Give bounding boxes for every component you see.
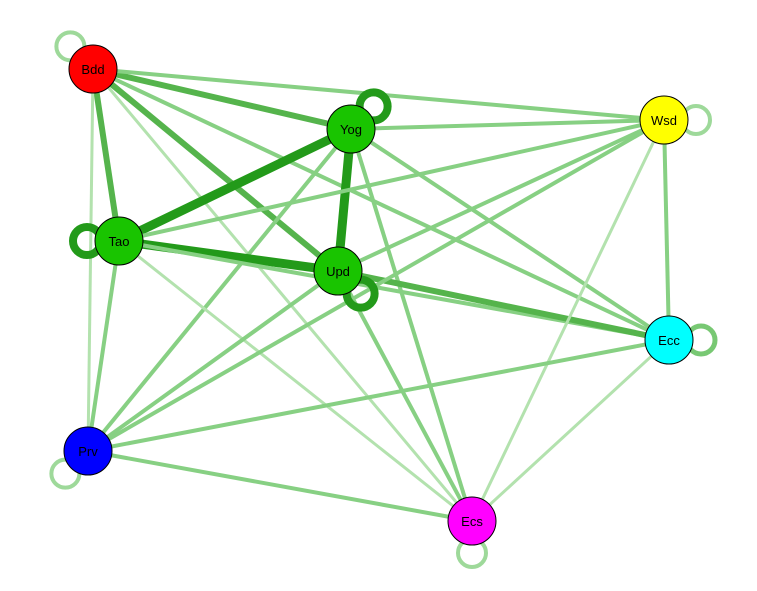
node-tao[interactable]: Tao: [94, 216, 144, 266]
node-upd[interactable]: Upd: [313, 246, 363, 296]
edge-bdd-yog: [92, 66, 352, 132]
node-label: Bdd: [81, 62, 104, 77]
edge-upd-ecs: [336, 270, 474, 522]
node-label: Upd: [326, 264, 350, 279]
edge-upd-ecc: [337, 268, 670, 343]
node-circle: [68, 44, 118, 94]
edge-yog-ecs: [349, 128, 474, 522]
edge-bdd-tao: [90, 68, 122, 242]
node-prv[interactable]: Prv: [63, 426, 113, 476]
node-bdd[interactable]: Bdd: [68, 44, 118, 94]
node-yog[interactable]: Yog: [326, 104, 376, 154]
node-label: Prv: [78, 444, 98, 459]
edge-bdd-prv: [86, 68, 95, 452]
node-label: Wsd: [651, 113, 677, 128]
edge-upd-wsd: [337, 118, 665, 273]
node-ecs[interactable]: Ecs: [447, 496, 497, 546]
edge-bdd-ecs: [91, 68, 474, 522]
node-circle: [644, 315, 694, 365]
edge-yog-prv: [86, 127, 353, 453]
edge-ecc-prv: [87, 338, 670, 453]
edge-yog-tao: [117, 124, 353, 246]
edge-tao-ecs: [118, 239, 473, 523]
edge-upd-prv: [86, 269, 340, 453]
edge-tao-prv: [86, 240, 121, 452]
node-circle: [639, 95, 689, 145]
node-label: Ecs: [461, 514, 483, 529]
node-label: Tao: [109, 234, 130, 249]
node-wsd[interactable]: Wsd: [639, 95, 689, 145]
edge-yog-wsd: [350, 118, 665, 131]
node-circle: [447, 496, 497, 546]
self-loops-layer: [49, 30, 718, 569]
node-label: Ecc: [658, 333, 680, 348]
edge-bdd-ecc: [92, 67, 670, 342]
node-label: Yog: [340, 122, 362, 137]
node-circle: [94, 216, 144, 266]
edge-wsd-ecc: [662, 119, 671, 341]
edge-tao-wsd: [118, 118, 665, 243]
node-circle: [326, 104, 376, 154]
node-ecc[interactable]: Ecc: [644, 315, 694, 365]
edge-wsd-ecs: [470, 119, 666, 522]
node-circle: [313, 246, 363, 296]
edge-bdd-upd: [91, 66, 340, 274]
edge-ecc-ecs: [470, 338, 671, 523]
node-circle: [63, 426, 113, 476]
edge-yog-ecc: [349, 127, 671, 342]
edge-prv-ecs: [87, 449, 473, 523]
